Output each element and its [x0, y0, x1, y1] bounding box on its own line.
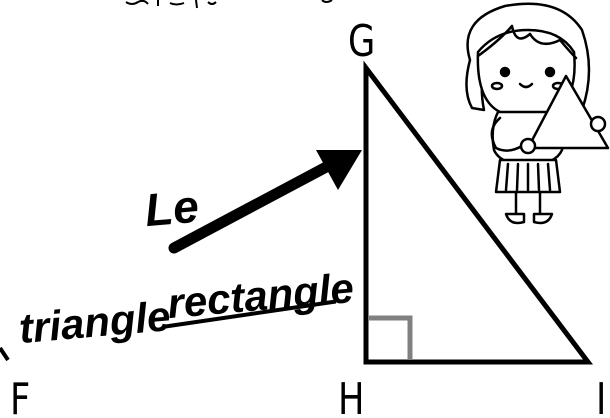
- title-line-1: Le: [143, 180, 201, 236]
- title-word-triangle: triangle: [17, 292, 172, 352]
- right-triangle: [363, 60, 594, 365]
- girl-holding-triangle-icon: [465, 2, 610, 225]
- right-angle-marker: [369, 315, 413, 359]
- vertex-label-i: I: [596, 374, 606, 418]
- arrow-icon: [168, 150, 362, 254]
- partial-edge: [0, 346, 10, 362]
- vertex-label-g: G: [348, 16, 375, 67]
- title-word-rectangle: rectangle: [165, 264, 355, 327]
- vertex-label-h: H: [338, 374, 364, 418]
- top-scribble: [125, 0, 333, 9]
- title-underline: [165, 299, 337, 329]
- vertex-label-f: F: [10, 374, 30, 418]
